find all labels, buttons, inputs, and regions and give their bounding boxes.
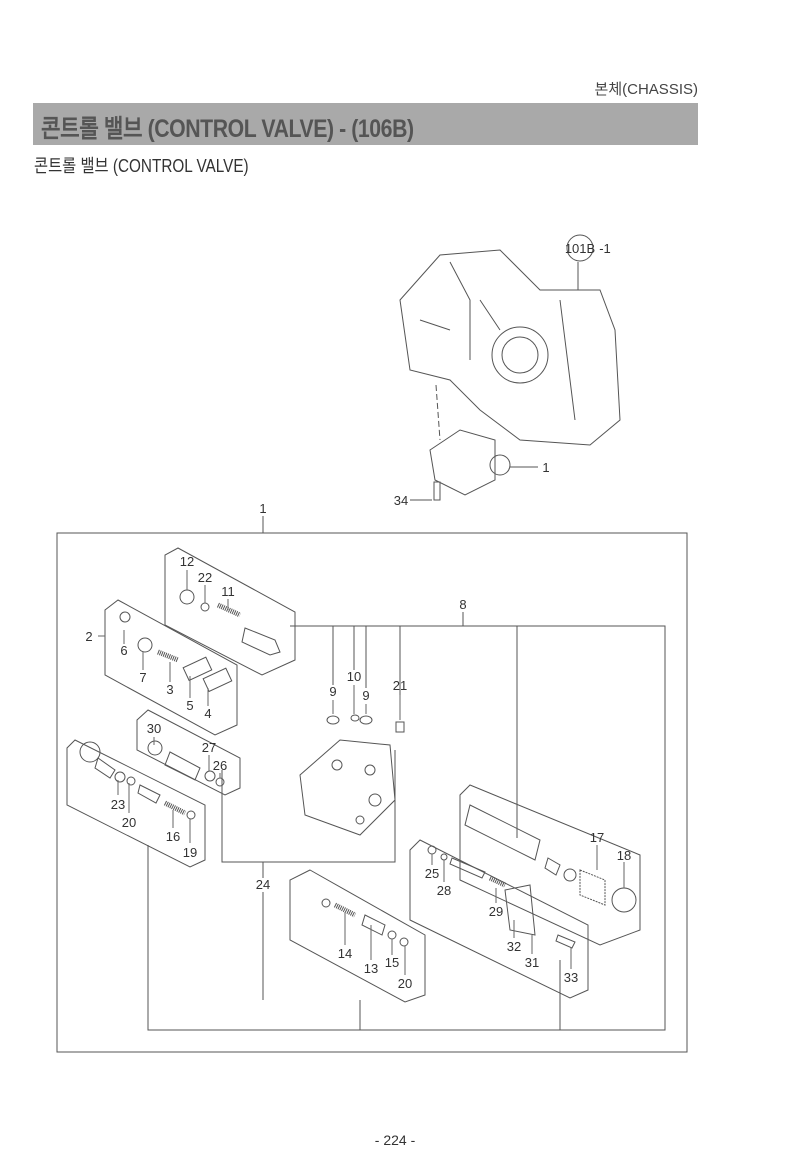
valve-block	[299, 714, 405, 836]
callout-number: 29	[489, 904, 503, 919]
callout-number: 9	[329, 684, 336, 699]
callout-number: 9	[362, 688, 369, 703]
callout-number: 14	[338, 946, 352, 961]
callout-number: 27	[202, 740, 216, 755]
page-number: - 224 -	[374, 1132, 416, 1148]
chassis-housing-drawing	[399, 249, 621, 446]
callout-number: 13	[364, 961, 378, 976]
callout-number: 2	[85, 629, 92, 644]
callout-number: 12	[180, 554, 194, 569]
page-title: 콘트롤 밸브 (CONTROL VALVE) - (106B)	[41, 115, 414, 143]
subtitle: 콘트롤 밸브 (CONTROL VALVE)	[34, 156, 249, 176]
small-parts	[79, 589, 637, 949]
group-23	[66, 739, 206, 868]
group-2	[104, 599, 238, 736]
callout-number: 16	[166, 829, 180, 844]
group-30	[136, 709, 241, 796]
control-valve-small	[410, 429, 538, 501]
ref-circle	[566, 234, 594, 262]
group-25	[409, 839, 589, 999]
assembly-frame	[56, 532, 688, 1053]
callout-number: 8	[459, 597, 466, 612]
callout-number: 25	[425, 866, 439, 881]
callout-number: 1	[259, 501, 266, 516]
callout-number: 11	[221, 584, 235, 599]
callout-number: 20	[122, 815, 136, 830]
callout-number: 1	[542, 460, 549, 475]
callout-number: 32	[507, 939, 521, 954]
title-banner: 콘트롤 밸브 (CONTROL VALVE) - (106B)	[33, 103, 698, 145]
group-14	[289, 869, 426, 1003]
callout-number: 31	[525, 955, 539, 970]
section-label: 본체(CHASSIS)	[594, 81, 698, 98]
callout-number: 17	[590, 830, 604, 845]
callout-number: 24	[256, 877, 270, 892]
callout-number: 22	[198, 570, 212, 585]
callout-number: 18	[617, 848, 631, 863]
callout-number: 28	[437, 883, 451, 898]
callout-number: 6	[120, 643, 127, 658]
callout-number: 10	[347, 669, 361, 684]
ref-label: 101B	[565, 241, 595, 256]
callout-number: 4	[204, 706, 211, 721]
callout-number: 30	[147, 721, 161, 736]
callout-number: 23	[111, 797, 125, 812]
callout-number: 26	[213, 758, 227, 773]
callout-number: 21	[393, 678, 407, 693]
callout-number: 15	[385, 955, 399, 970]
callout-number: 20	[398, 976, 412, 991]
callout-number: 19	[183, 845, 197, 860]
callout-number: -1	[599, 241, 611, 256]
callout-number: 5	[186, 698, 193, 713]
callout-number: 7	[139, 670, 146, 685]
group-17	[459, 784, 641, 946]
leader-lines	[98, 570, 625, 975]
callout-labels: 101B -1 1 34 1 8 12 22 11 2 6 7 3 5 4 9 …	[85, 241, 631, 991]
callout-number: 34	[394, 493, 408, 508]
group-12-11	[164, 547, 296, 676]
callout-number: 33	[564, 970, 578, 985]
callout-number: 3	[166, 682, 173, 697]
